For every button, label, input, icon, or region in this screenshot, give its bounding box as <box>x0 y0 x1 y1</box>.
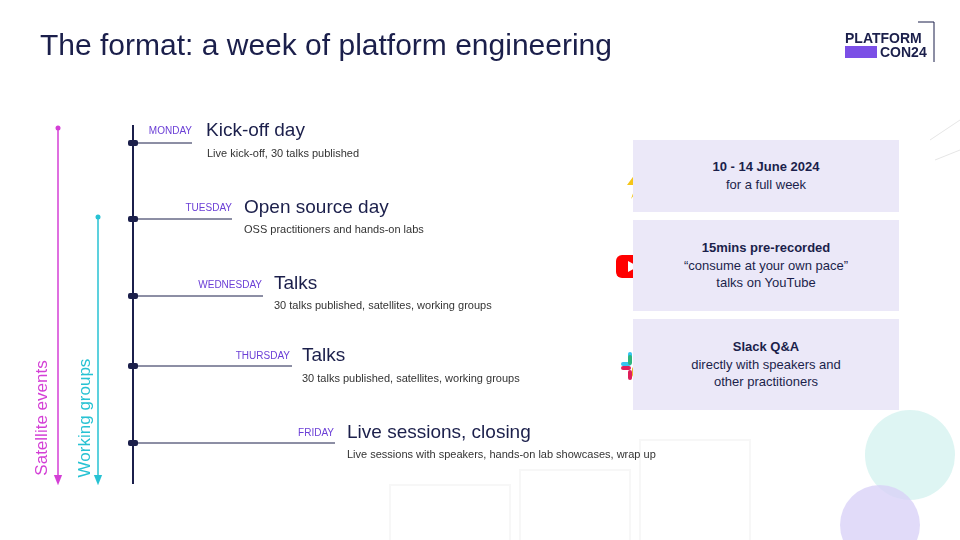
day-heading: Open source day <box>244 196 389 218</box>
box-body: “consume at your own pace” talks on YouT… <box>677 257 855 292</box>
box-body: for a full week <box>726 176 806 194</box>
background-decoration <box>390 120 960 540</box>
info-box: 15mins pre-recorded“consume at your own … <box>633 220 899 311</box>
info-box: Slack Q&Adirectly with speakers and othe… <box>633 319 899 410</box>
day-heading: Live sessions, closing <box>347 421 531 443</box>
day-heading: Kick-off day <box>206 119 305 141</box>
day-description: Live sessions with speakers, hands-on la… <box>347 448 656 461</box>
timeline-ticks <box>133 143 335 443</box>
day-label: FRIDAY <box>298 427 334 439</box>
timeline-markers <box>128 140 138 446</box>
logo-text: PLATFORM <box>845 30 922 46</box>
day-description: OSS practitioners and hands-on labs <box>244 223 424 236</box>
span-label: Working groups <box>75 359 95 478</box>
slide-title: The format: a week of platform engineeri… <box>40 28 612 63</box>
box-heading: 10 - 14 June 2024 <box>713 158 820 176</box>
box-heading: Slack Q&A <box>733 338 799 356</box>
day-heading: Talks <box>274 272 317 294</box>
day-heading: Talks <box>302 344 345 366</box>
logo-text: CON24 <box>880 44 927 60</box>
day-description: Live kick-off, 30 talks published <box>207 147 359 160</box>
info-box: 10 - 14 June 2024for a full week <box>633 140 899 212</box>
day-description: 30 talks published, satellites, working … <box>302 372 520 385</box>
day-label: MONDAY <box>149 125 192 137</box>
working-group-span-arrow <box>97 217 99 480</box>
satellite-span-arrow <box>57 128 59 480</box>
day-label: THURSDAY <box>236 350 290 362</box>
timeline-axis <box>132 125 134 484</box>
span-label: Satellite events <box>32 360 52 475</box>
box-body: directly with speakers and other practit… <box>677 356 855 391</box>
logo-bar <box>845 46 877 58</box>
day-description: 30 talks published, satellites, working … <box>274 299 492 312</box>
day-label: TUESDAY <box>186 202 233 214</box>
day-label: WEDNESDAY <box>198 279 262 291</box>
box-heading: 15mins pre-recorded <box>702 239 831 257</box>
